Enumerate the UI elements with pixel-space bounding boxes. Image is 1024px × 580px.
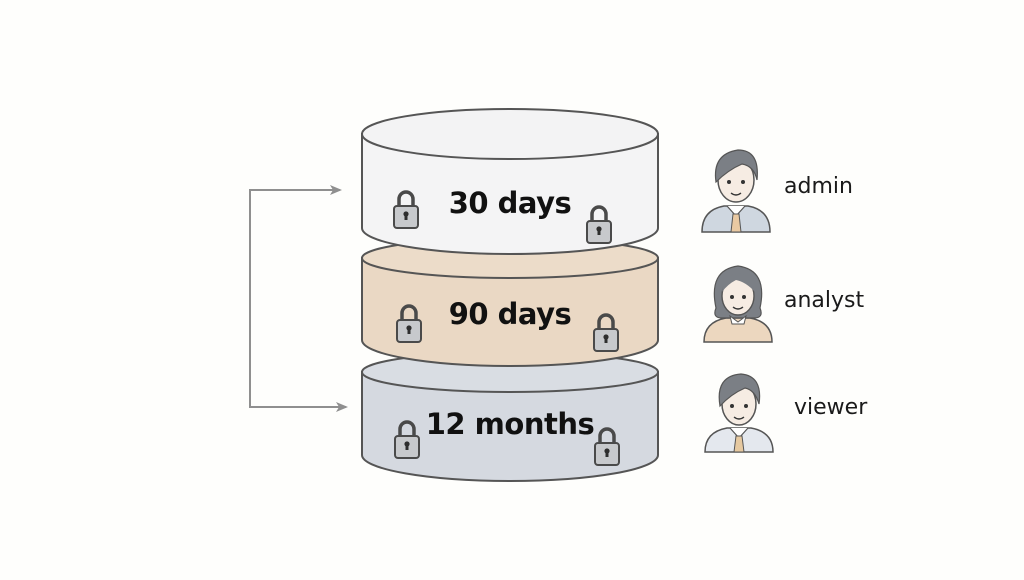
role-label-viewer: viewer (794, 395, 868, 420)
role-label-admin: admin (784, 174, 853, 199)
tier-label-30-days: 30 days (448, 186, 572, 220)
tier-connector-bracket (249, 185, 348, 412)
role-label-analyst: analyst (784, 288, 865, 313)
tier-label-12-months: 12 months (425, 407, 595, 441)
viewer-avatar-icon (704, 373, 774, 453)
tier-label-90-days: 90 days (448, 297, 572, 331)
admin-avatar-icon (701, 149, 771, 233)
analyst-avatar-icon (703, 265, 773, 343)
tier-30-days-cylinder (361, 108, 659, 255)
